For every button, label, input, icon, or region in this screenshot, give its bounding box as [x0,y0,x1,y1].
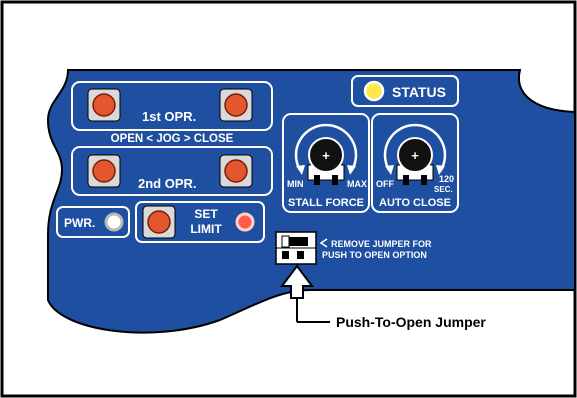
chevron-left-icon [319,238,328,248]
push-button-icon [147,210,171,234]
auto-close-dial[interactable]: + OFF 120 SEC. AUTO CLOSE [371,113,459,213]
jumper-note-line2: PUSH TO OPEN OPTION [322,250,427,260]
set-limit-button[interactable] [142,205,176,239]
arrow-icon [280,264,314,299]
svg-text:+: + [411,148,419,163]
opr1-label: 1st OPR. [142,109,196,124]
limit-led-icon [235,212,255,232]
status-label: STATUS [392,84,446,100]
power-indicator: PWR. [56,206,130,238]
pwr-label: PWR. [64,216,95,230]
set-label: SET [194,207,218,221]
jumper-note-line1: REMOVE JUMPER FOR [331,239,432,249]
jumper-callout-arrow [280,264,330,323]
stall-force-label: STALL FORCE [288,197,364,209]
status-led-icon [363,80,385,102]
jumper-callout-label: Push-To-Open Jumper [336,314,486,330]
status-indicator: STATUS [351,75,459,107]
push-to-open-jumper[interactable] [275,231,317,265]
auto-close-off-label: OFF [376,179,394,189]
opr2-close-button[interactable] [219,154,253,188]
stall-force-dial[interactable]: + MIN MAX STALL FORCE [282,113,370,213]
opr2-open-button[interactable] [87,154,121,188]
set-limit-group: SET LIMIT [135,201,265,243]
opr1-close-button[interactable] [219,88,253,122]
auto-close-label: AUTO CLOSE [379,197,451,209]
svg-text:+: + [322,148,330,163]
push-button-icon [224,93,248,117]
stall-max-label: MAX [347,179,367,189]
opr2-group: 2nd OPR. [71,146,273,196]
push-button-icon [92,159,116,183]
potentiometer-icon [308,137,344,173]
pwr-led-icon [104,212,124,232]
opr2-label: 2nd OPR. [138,176,197,191]
push-button-icon [92,93,116,117]
opr1-open-button[interactable] [87,88,121,122]
control-panel [46,69,576,334]
auto-close-max-unit: SEC. [434,185,453,194]
push-button-icon [224,159,248,183]
limit-label: LIMIT [190,222,222,236]
jog-label: OPEN < JOG > CLOSE [111,133,234,145]
opr1-group: 1st OPR. [71,81,273,131]
stall-min-label: MIN [287,179,304,189]
potentiometer-icon [397,137,433,173]
auto-close-max-value: 120 [439,174,454,184]
